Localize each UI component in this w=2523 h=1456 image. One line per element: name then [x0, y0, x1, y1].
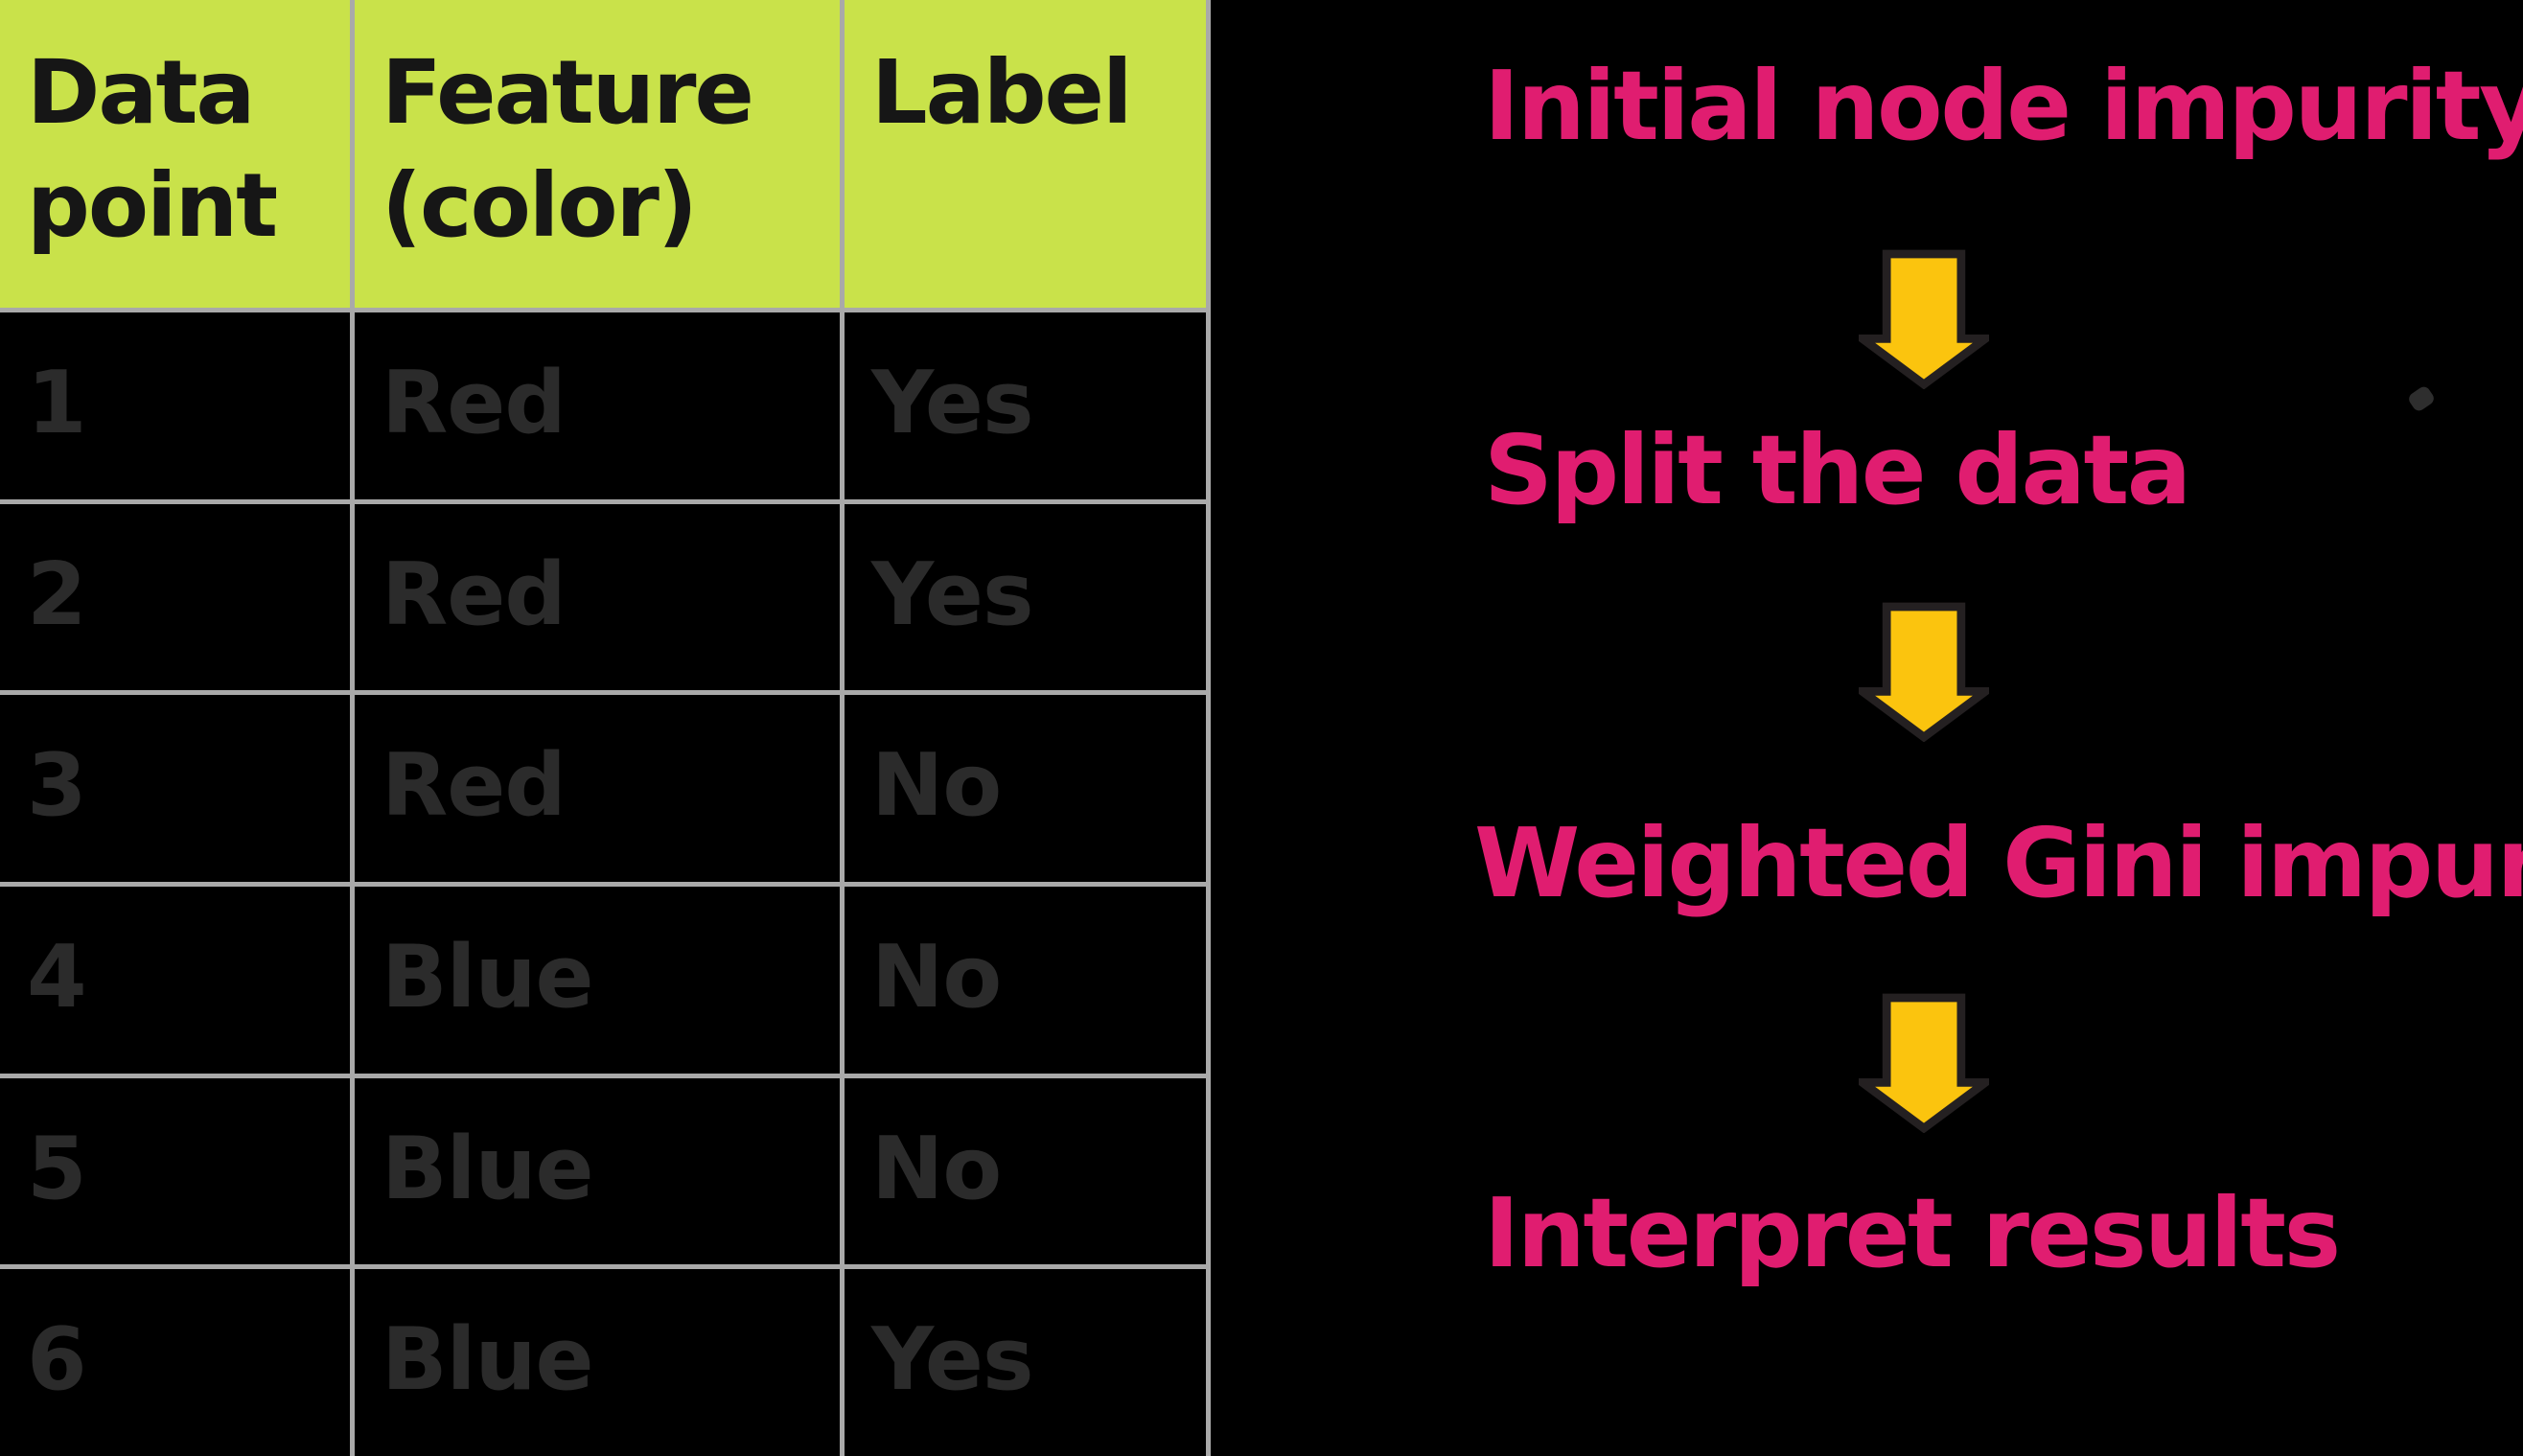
cell-feature: Blue [355, 1269, 845, 1456]
cell-data-point: 1 [0, 312, 355, 499]
cell-feature: Red [355, 503, 845, 691]
down-arrow-icon [1859, 249, 1989, 389]
cell-label: Yes [845, 1269, 1211, 1456]
table-header-row: Data point Feature (color) Label [0, 0, 1211, 308]
table-row: 5 Blue No [0, 1073, 1211, 1265]
cell-feature: Red [355, 312, 845, 499]
table-row: 1 Red Yes [0, 308, 1211, 499]
column-header-feature-color: Feature (color) [355, 0, 845, 308]
down-arrow-icon [1859, 993, 1989, 1133]
table-row: 6 Blue Yes [0, 1264, 1211, 1456]
flow-step-initial-node-impurity: Initial node impurity [1484, 50, 2523, 162]
cell-label: Yes [845, 503, 1211, 691]
cell-data-point: 2 [0, 503, 355, 691]
table-row: 2 Red Yes [0, 498, 1211, 691]
cell-feature: Red [355, 695, 845, 883]
cell-data-point: 5 [0, 1077, 355, 1265]
cell-feature: Blue [355, 887, 845, 1074]
cell-data-point: 3 [0, 695, 355, 883]
cell-feature: Blue [355, 1077, 845, 1265]
stray-ink-dot [2406, 383, 2437, 414]
gini-example-table: Data point Feature (color) Label 1 Red Y… [0, 0, 1211, 1456]
cell-data-point: 4 [0, 887, 355, 1074]
cell-data-point: 6 [0, 1269, 355, 1456]
column-header-data-point: Data point [0, 0, 355, 308]
flow-step-split-the-data: Split the data [1484, 414, 2191, 526]
flow-step-weighted-gini-impurity: Weighted Gini impurity [1474, 807, 2523, 919]
cell-label: Yes [845, 312, 1211, 499]
cell-label: No [845, 1077, 1211, 1265]
column-header-label: Label [845, 0, 1211, 308]
cell-label: No [845, 695, 1211, 883]
table-row: 3 Red No [0, 690, 1211, 883]
table-row: 4 Blue No [0, 882, 1211, 1074]
flow-step-interpret-results: Interpret results [1484, 1177, 2341, 1289]
cell-label: No [845, 887, 1211, 1074]
down-arrow-icon [1859, 602, 1989, 742]
